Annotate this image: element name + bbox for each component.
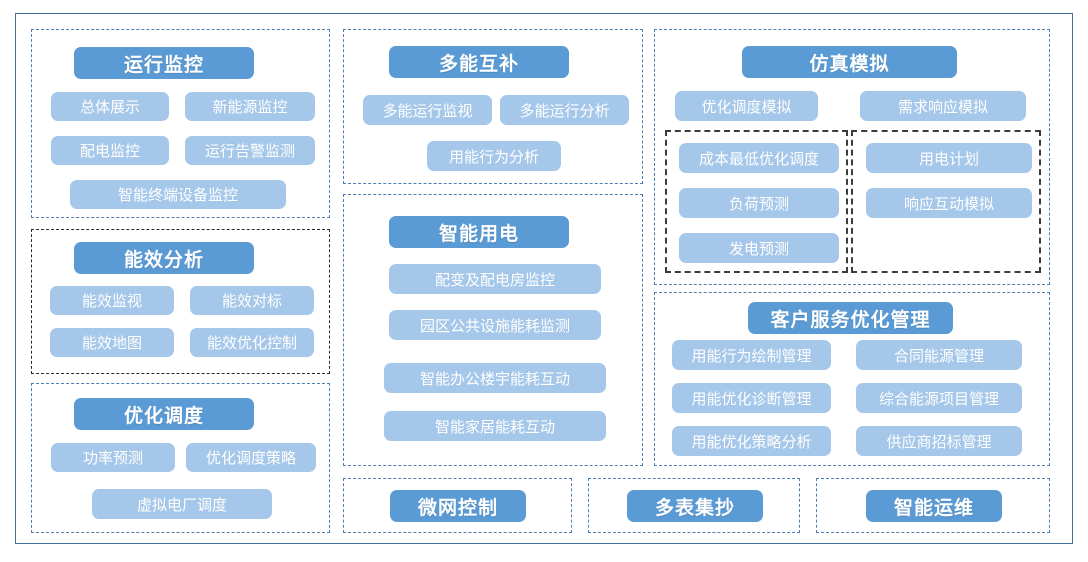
item-yongneng-youhua-celue-fenxi[interactable]: 用能优化策略分析 [672, 426, 831, 456]
item-xuqiu-xiangying-moni[interactable]: 需求响应模拟 [860, 91, 1026, 121]
group-youhua-diaodu: 优化调度 功率预测 优化调度策略 虚拟电厂调度 [31, 383, 330, 533]
item-gonglv-yuce[interactable]: 功率预测 [51, 443, 175, 472]
item-peidian-jiankong[interactable]: 配电监控 [51, 136, 169, 165]
group-header-kehu-fuwu[interactable]: 客户服务优化管理 [748, 302, 953, 334]
group-nengxiao-fenxi: 能效分析 能效监视 能效对标 能效地图 能效优化控制 [31, 229, 330, 374]
group-zhineng-yongdian: 智能用电 配变及配电房监控 园区公共设施能耗监测 智能办公楼宇能耗互动 智能家居… [343, 194, 643, 466]
group-duoneng-hubu: 多能互补 多能运行监视 多能运行分析 用能行为分析 [343, 29, 643, 184]
group-zhineng-yunwei: 智能运维 [816, 478, 1050, 533]
item-zhineng-bangong-louyu-nenghao-hudong[interactable]: 智能办公楼宇能耗互动 [384, 363, 606, 393]
item-peibian-ji-peidianfang-jiankong[interactable]: 配变及配电房监控 [389, 264, 601, 294]
group-header-duoneng-hubu[interactable]: 多能互补 [389, 46, 569, 78]
item-yongneng-xingwei-huizhi-guanli[interactable]: 用能行为绘制管理 [672, 340, 831, 370]
subgroup-fangzhen-sub-left: 成本最低优化调度 负荷预测 发电预测 [665, 130, 848, 273]
item-chengben-zuidi-youhua-diaodu[interactable]: 成本最低优化调度 [679, 143, 839, 173]
group-header-duobiao-jichao[interactable]: 多表集抄 [627, 490, 763, 522]
item-youhua-diaodu-celue[interactable]: 优化调度策略 [186, 443, 316, 472]
group-yunxing-jiankong: 运行监控 总体展示 新能源监控 配电监控 运行告警监测 智能终端设备监控 [31, 29, 330, 218]
group-header-weiwang-kongzhi[interactable]: 微网控制 [390, 490, 526, 522]
item-nengxiao-jianshi[interactable]: 能效监视 [50, 286, 174, 315]
item-zhineng-jiaju-nenghao-hudong[interactable]: 智能家居能耗互动 [384, 411, 606, 441]
item-zhineng-zhongduan-shebei-jiankong[interactable]: 智能终端设备监控 [70, 180, 286, 209]
item-fadian-yuce[interactable]: 发电预测 [679, 233, 839, 263]
item-nengxiao-ditu[interactable]: 能效地图 [50, 328, 174, 357]
group-header-youhua-diaodu[interactable]: 优化调度 [74, 398, 254, 430]
group-header-fangzhen-moni[interactable]: 仿真模拟 [742, 46, 957, 78]
group-header-zhineng-yongdian[interactable]: 智能用电 [389, 216, 569, 248]
item-duoneng-yunxing-fenxi[interactable]: 多能运行分析 [500, 95, 629, 125]
group-duobiao-jichao: 多表集抄 [588, 478, 800, 533]
item-gongyingshang-zhaobiao-guanli[interactable]: 供应商招标管理 [856, 426, 1022, 456]
item-zonghe-nengyuan-xiangmu-guanli[interactable]: 综合能源项目管理 [856, 383, 1022, 413]
item-duoneng-yunxing-jianshi[interactable]: 多能运行监视 [363, 95, 492, 125]
item-youhua-diaodu-moni[interactable]: 优化调度模拟 [675, 91, 818, 121]
item-yongneng-youhua-zhenduan-guanli[interactable]: 用能优化诊断管理 [672, 383, 831, 413]
group-header-zhineng-yunwei[interactable]: 智能运维 [866, 490, 1002, 522]
item-yunxing-gaojing-jiance[interactable]: 运行告警监测 [185, 136, 315, 165]
item-hetong-nengyuan-guanli[interactable]: 合同能源管理 [856, 340, 1022, 370]
group-header-yunxing-jiankong[interactable]: 运行监控 [74, 47, 254, 79]
item-yuanqu-gonggong-sheshi-nenghao-jiance[interactable]: 园区公共设施能耗监测 [389, 310, 601, 340]
item-xinnengyuan-jiankong[interactable]: 新能源监控 [185, 92, 315, 121]
item-yongneng-xingwei-fenxi[interactable]: 用能行为分析 [427, 141, 561, 171]
item-xiangying-hudong-moni[interactable]: 响应互动模拟 [866, 188, 1032, 218]
item-xuni-dianchang-diaodu[interactable]: 虚拟电厂调度 [92, 489, 272, 519]
group-fangzhen-moni: 仿真模拟 优化调度模拟 需求响应模拟 成本最低优化调度 负荷预测 发电预测 用电… [654, 29, 1050, 285]
subgroup-fangzhen-sub-right: 用电计划 响应互动模拟 [851, 130, 1041, 273]
item-yongdian-jihua[interactable]: 用电计划 [866, 143, 1032, 173]
group-kehu-fuwu: 客户服务优化管理 用能行为绘制管理 合同能源管理 用能优化诊断管理 综合能源项目… [654, 292, 1050, 466]
item-nengxiao-youhua-kongzhi[interactable]: 能效优化控制 [190, 328, 314, 357]
group-header-nengxiao-fenxi[interactable]: 能效分析 [74, 242, 254, 274]
group-weiwang-kongzhi: 微网控制 [343, 478, 572, 533]
item-fuhe-yuce[interactable]: 负荷预测 [679, 188, 839, 218]
item-nengxiao-duibiao[interactable]: 能效对标 [190, 286, 314, 315]
item-zongti-zhanshi[interactable]: 总体展示 [51, 92, 169, 121]
